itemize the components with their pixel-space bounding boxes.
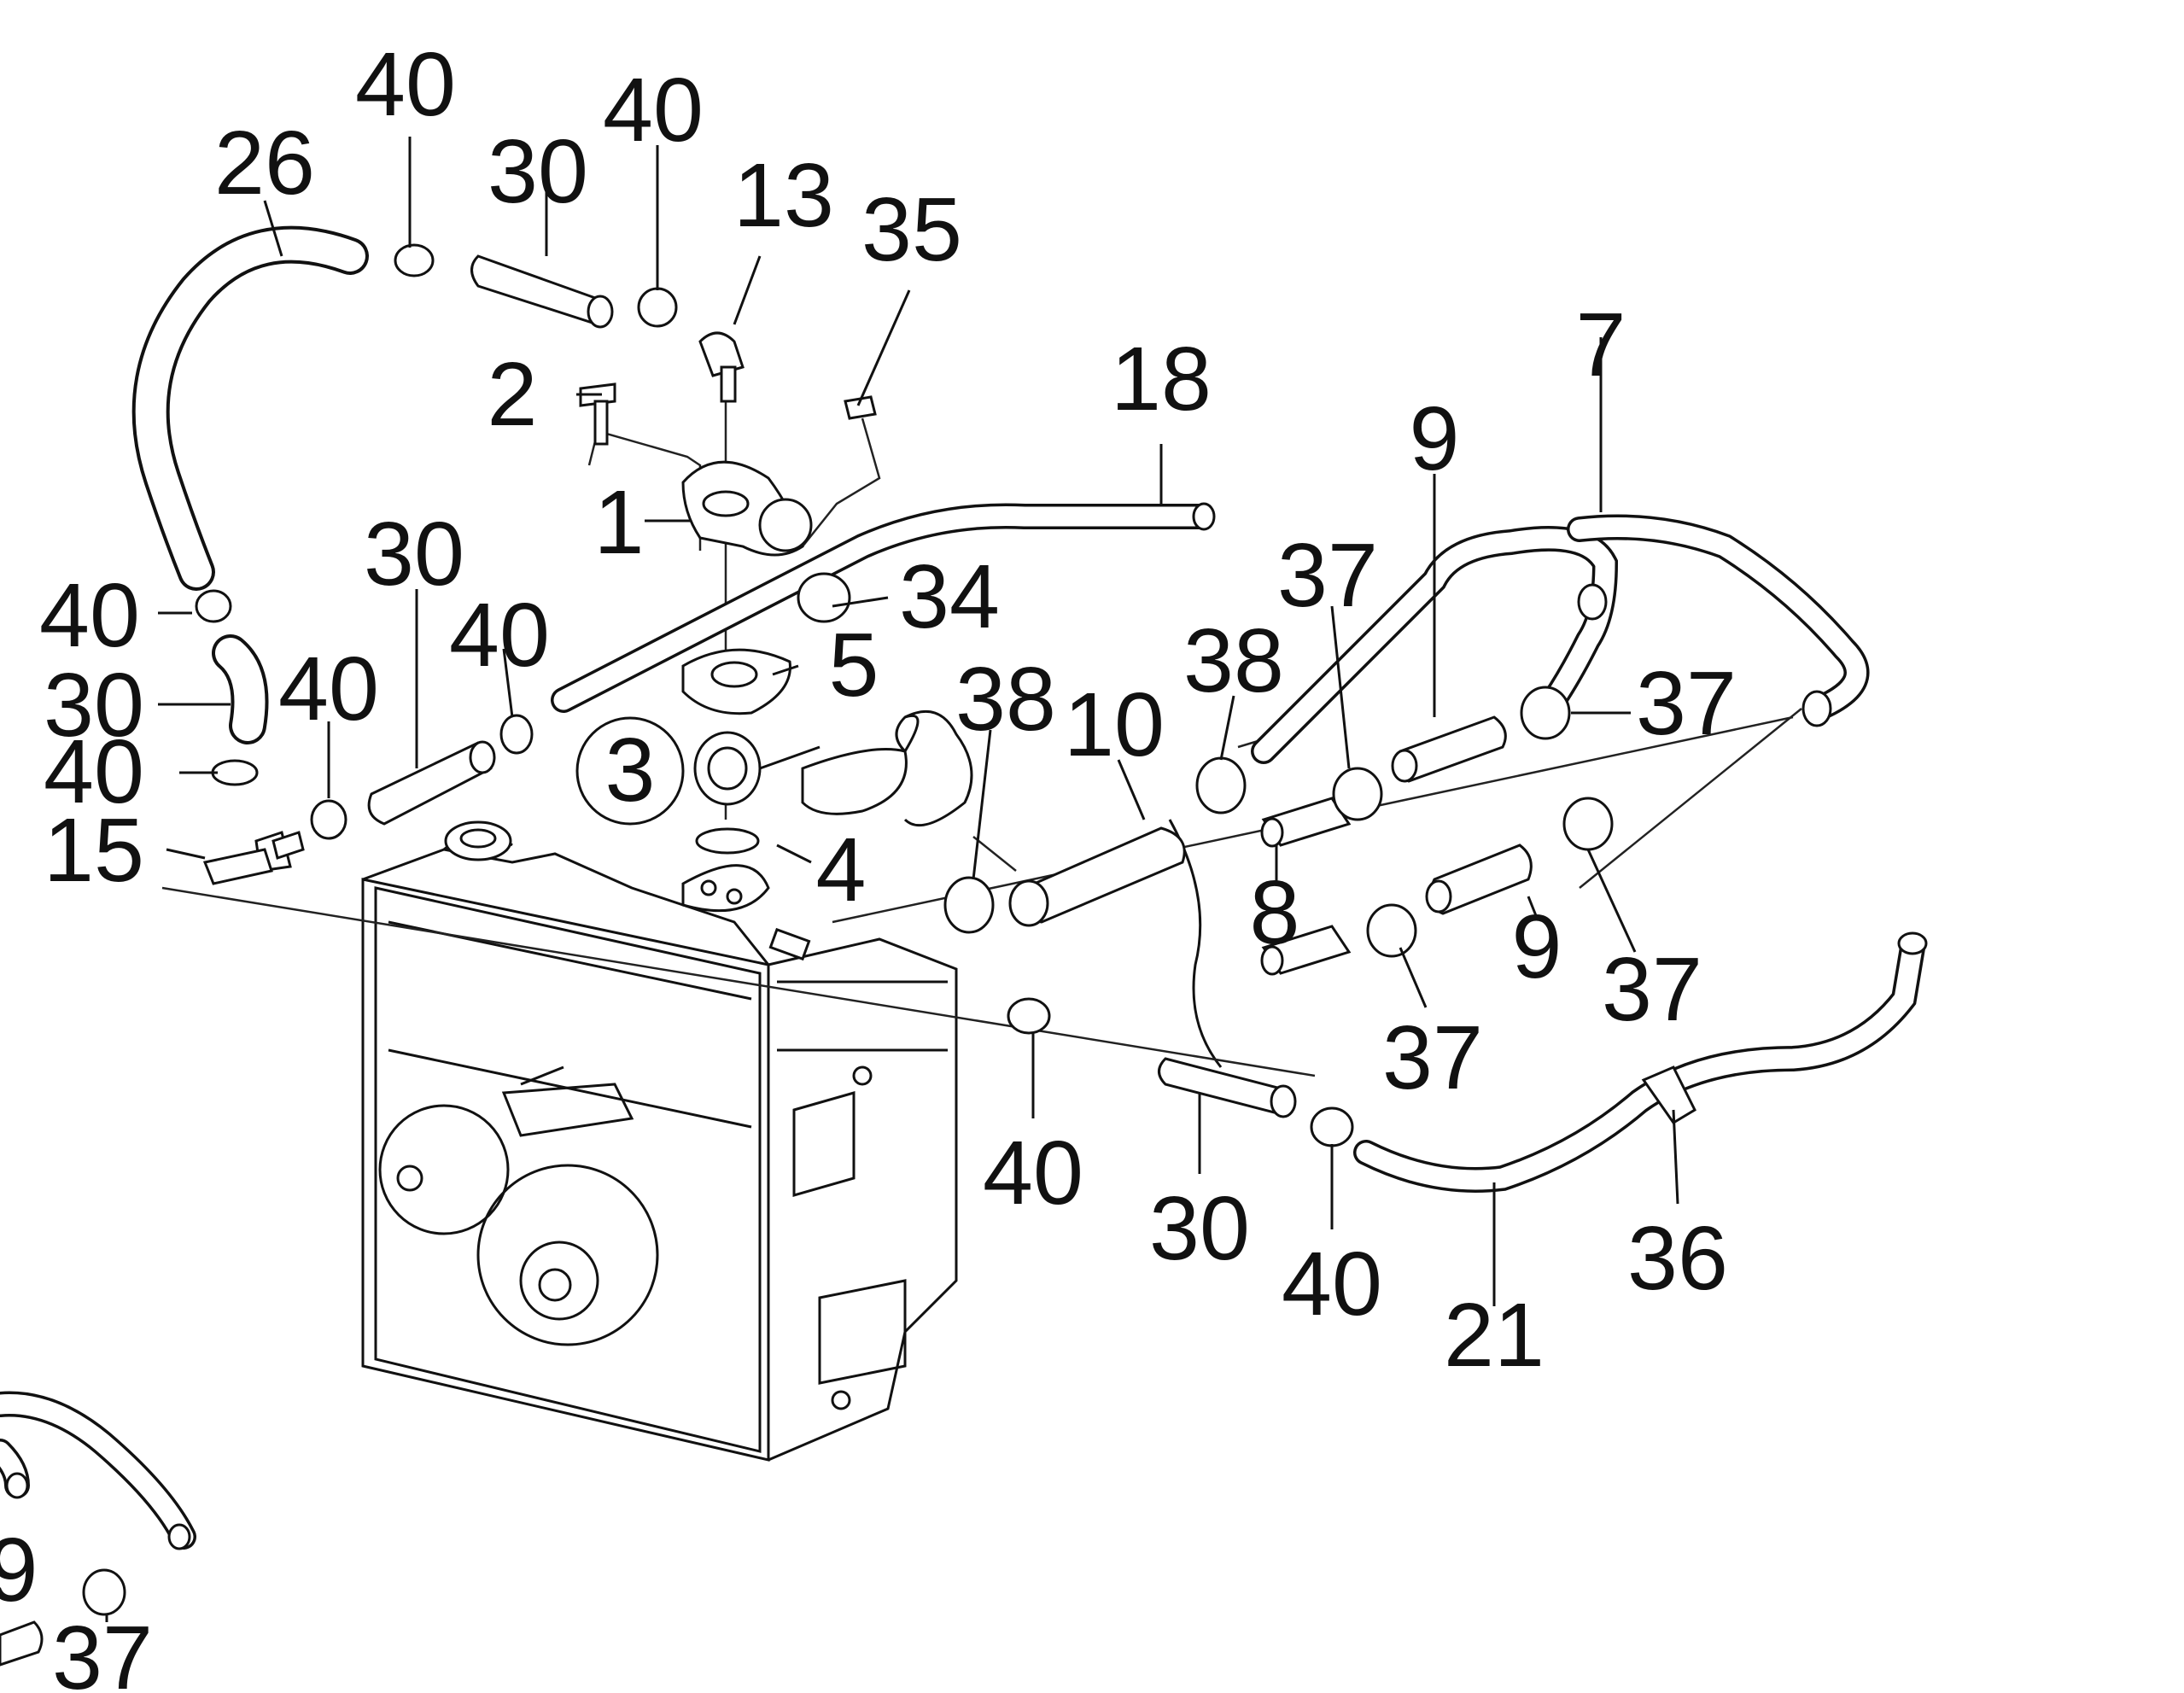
- sleeve-8-lower: [1260, 925, 1352, 976]
- sleeve-9-lower: [1425, 844, 1533, 915]
- callout-7: 7: [1576, 295, 1626, 395]
- callout-38: 38: [1183, 610, 1284, 711]
- callout-3-circle: [575, 716, 685, 826]
- sleeve-30-top: [470, 254, 614, 329]
- callout-15: 15: [44, 800, 144, 901]
- callout-34: 34: [899, 546, 1000, 647]
- callout-1: 1: [594, 472, 645, 573]
- callout-3: 3: [605, 720, 656, 820]
- pipe-7: [1251, 514, 1870, 764]
- sleeve-bottom-left: [0, 1620, 44, 1667]
- callout-40: 40: [1282, 1234, 1382, 1334]
- callout-9: 9: [1512, 896, 1562, 997]
- callout-pointers: [105, 137, 1679, 1622]
- callout-labels: 40 26 30 40 13 35 2 18 7 1 9 30 37 40 34…: [0, 34, 1737, 1693]
- pipe-18: [551, 503, 1212, 713]
- gasket-5: [681, 648, 791, 715]
- thermostat-3: [693, 731, 762, 806]
- clamp-parts: [82, 243, 1696, 1616]
- callout-13: 13: [733, 145, 834, 246]
- callout-18: 18: [1111, 329, 1212, 429]
- callout-37: 37: [1277, 525, 1378, 626]
- callout-21: 21: [1444, 1285, 1545, 1386]
- pipe-bottom-left: [0, 1391, 196, 1550]
- callout-26: 26: [214, 113, 315, 213]
- callout-37: 37: [1636, 653, 1737, 754]
- callout-40: 40: [603, 60, 704, 161]
- hose-26: [131, 225, 369, 591]
- sleeve-8-upper: [1260, 797, 1352, 848]
- fitting-parts: [5, 331, 1928, 1550]
- engine-block-outline: [361, 709, 1223, 1462]
- callout-40: 40: [44, 721, 144, 822]
- sleeve-30-bottom: [1158, 1057, 1297, 1118]
- callout-9: 9: [0, 1520, 38, 1620]
- callout-40: 40: [278, 639, 379, 739]
- sleeve-10: [1008, 826, 1186, 927]
- hose-30-lower-left: [212, 634, 269, 744]
- callout-38: 38: [955, 649, 1056, 750]
- callout-37: 37: [52, 1608, 153, 1693]
- callout-5: 5: [829, 615, 879, 715]
- callout-40: 40: [983, 1123, 1083, 1223]
- callout-40: 40: [449, 585, 550, 686]
- callout-10: 10: [1064, 674, 1165, 775]
- callout-2: 2: [488, 344, 538, 445]
- elbow-13: [698, 331, 745, 377]
- callout-37: 37: [1382, 1007, 1483, 1108]
- seal-4: [695, 827, 760, 855]
- callout-8: 8: [1250, 862, 1300, 963]
- callout-9: 9: [1410, 388, 1460, 489]
- callout-37: 37: [1602, 939, 1702, 1040]
- callout-30: 30: [488, 121, 588, 222]
- pipe-21: [1353, 935, 1925, 1193]
- callout-40: 40: [355, 34, 456, 135]
- callout-40: 40: [39, 565, 140, 666]
- callout-30: 30: [44, 655, 144, 756]
- callout-4: 4: [816, 820, 867, 920]
- callout-30: 30: [364, 504, 464, 604]
- callout-30: 30: [1149, 1178, 1250, 1279]
- callout-36: 36: [1627, 1208, 1728, 1309]
- sleeve-9-upper: [1391, 715, 1507, 783]
- sleeve-30-mid: [367, 740, 496, 826]
- callout-35: 35: [861, 179, 962, 280]
